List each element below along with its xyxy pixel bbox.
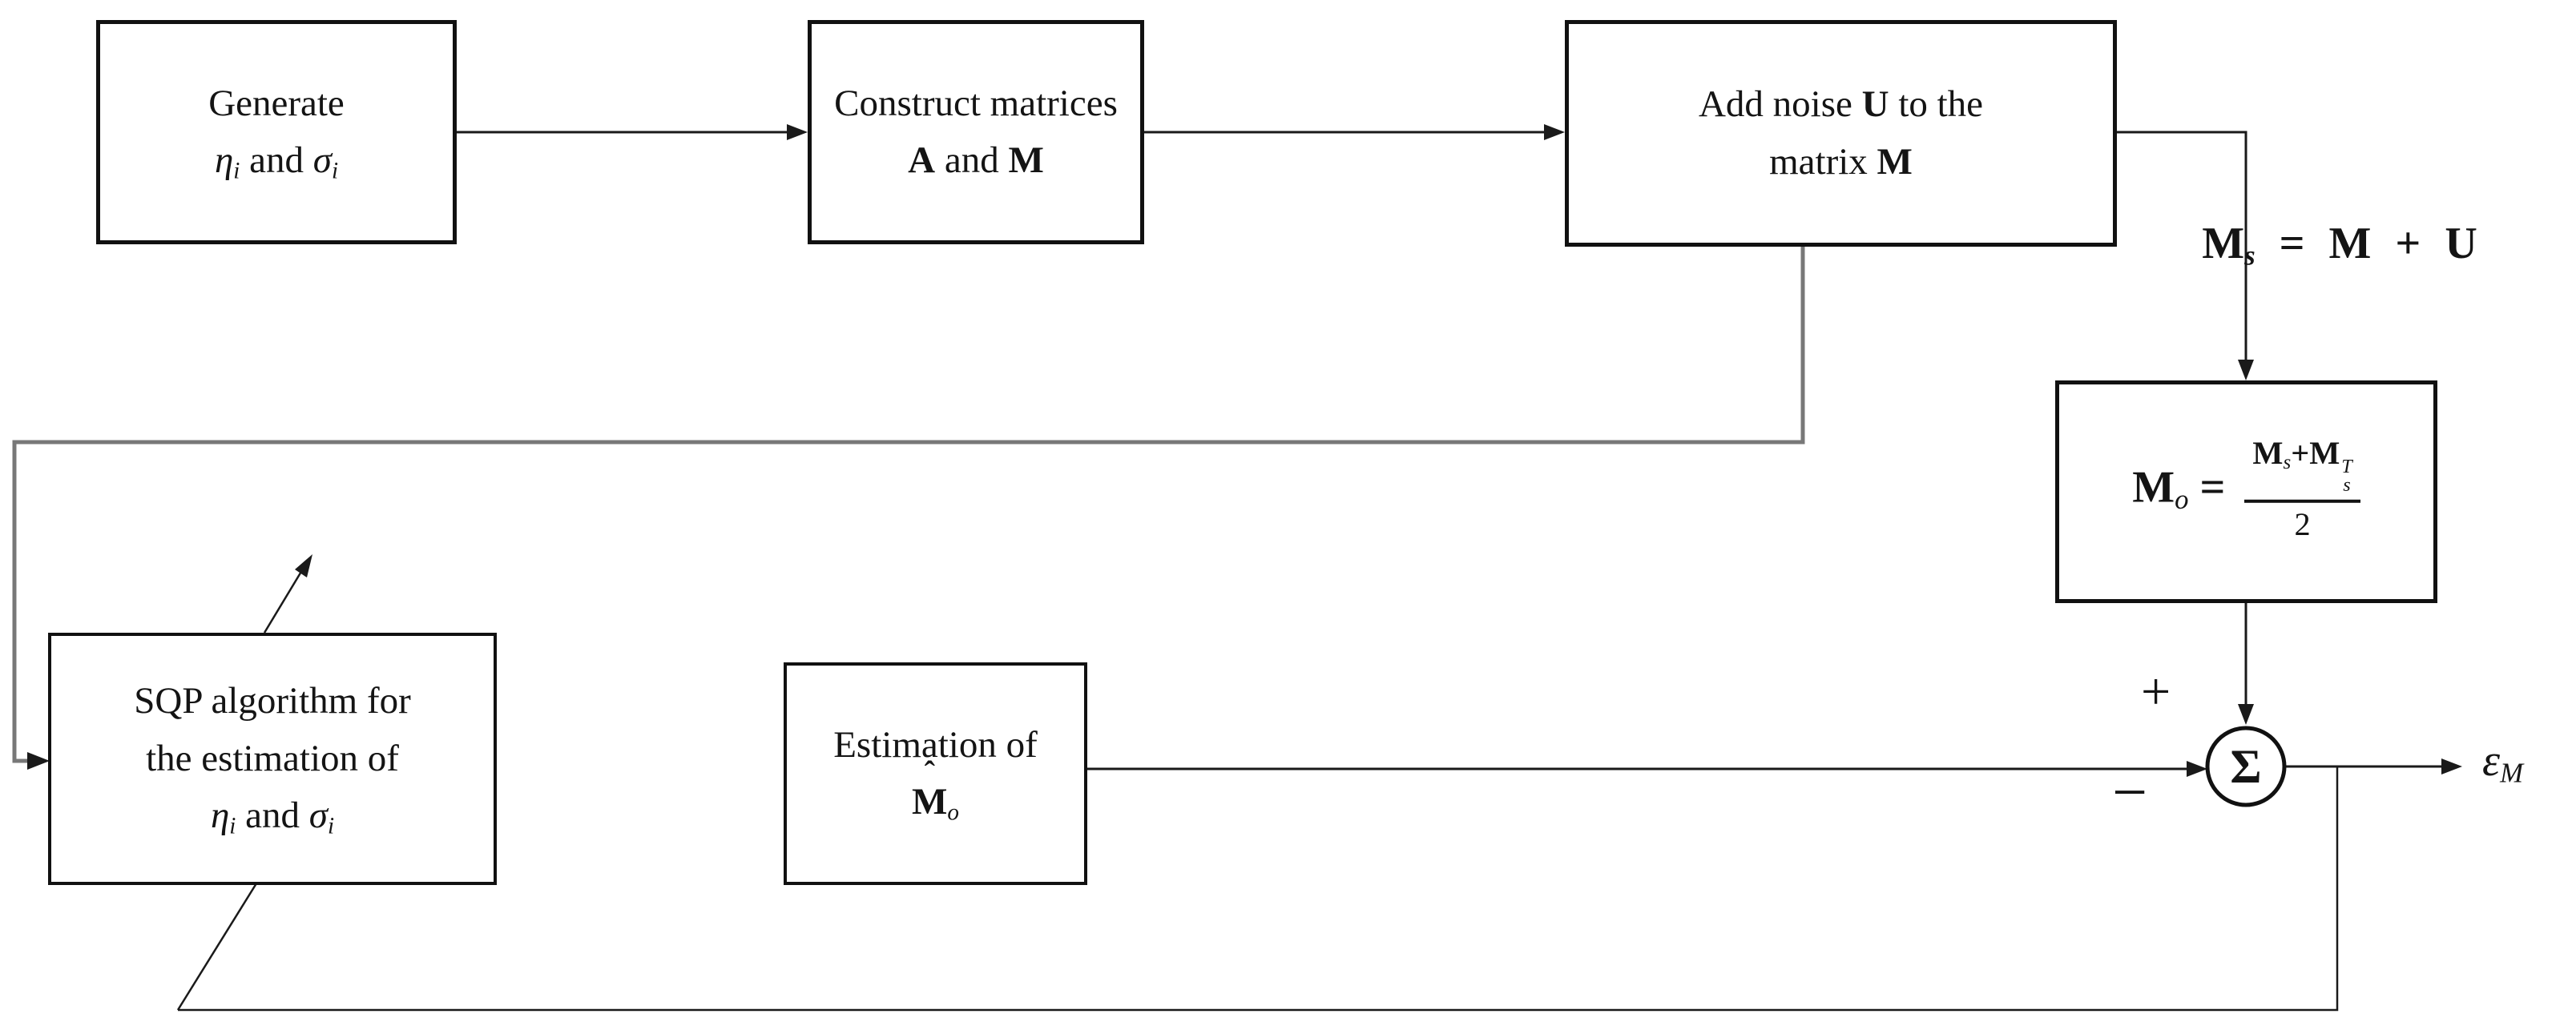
arrowhead-adaptation [295,554,312,577]
block-construct-matrices: Construct matrices A and M [808,20,1144,244]
block-construct-line1: Construct matrices [834,82,1118,124]
summation-circle [2205,726,2287,807]
feedback-line-addnoise-to-sqp [12,247,1805,763]
label-epsilon-output: εM [2482,736,2523,789]
block-sqp-algorithm: SQP algorithm for the estimation of ηi a… [48,633,497,885]
block-sqp-line3: ηi and σi [210,795,335,839]
block-generate-line2: ηi and σi [214,139,339,184]
minus-sign: − [2112,757,2147,827]
feedback-diagonal-lower [176,883,258,1011]
arrowhead-epsilon-output [2441,758,2462,774]
block-generate: Generate ηi and σi [96,20,457,244]
arrowhead-into-construct [787,124,808,140]
plus-sign: + [2141,662,2171,721]
arrowhead-into-sum-top [2238,704,2254,725]
block-construct-line2: A and M [908,139,1044,181]
block-generate-line1: Generate [208,82,345,124]
arrowhead-into-addnoise [1544,124,1565,140]
line-addnoise-to-mo [2117,131,2247,362]
block-add-noise-line1: Add noise U to the [1698,83,1984,126]
block-estimation-line1: Estimation of [833,723,1038,766]
feedback-line-error [178,766,2339,1012]
adaptation-diagonal-upper [263,569,304,634]
sigma-summation-symbol: Σ [2230,739,2262,793]
block-sqp-line1: SQP algorithm for [134,680,411,722]
arrowhead-into-mo [2238,360,2254,380]
mo-fraction-denominator: 2 [2294,505,2311,542]
block-sqp-line2: the estimation of [146,737,399,779]
arrowhead-into-sum-left [2187,761,2207,777]
label-ms-equation: Ms = M + U [2202,219,2477,272]
arrowhead-into-sqp [27,752,50,770]
block-add-noise: Add noise U to the matrix M [1565,20,2117,247]
block-add-noise-line2: matrix M [1769,140,1913,183]
